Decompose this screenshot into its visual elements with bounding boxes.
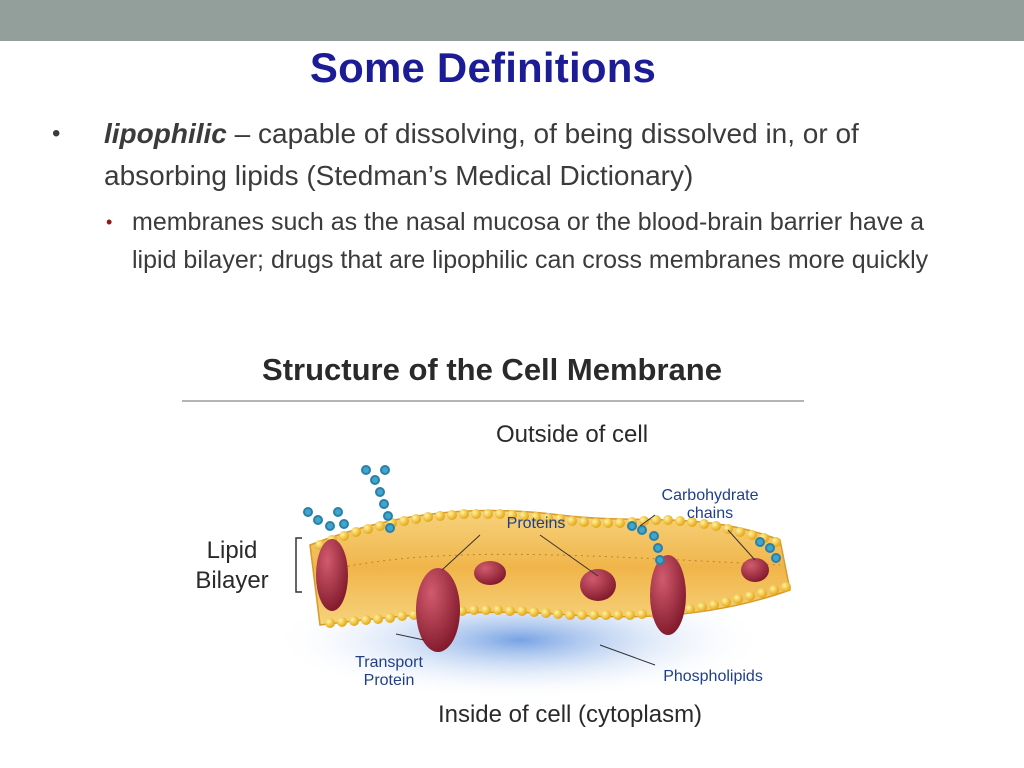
bullet-text: lipophilic – capable of dissolving, of b…	[104, 113, 972, 197]
bilayer-bracket	[295, 537, 302, 593]
carbohydrate-chains	[303, 465, 781, 565]
transport-protein	[416, 568, 460, 652]
protein-mid-right	[580, 569, 616, 601]
membrane-proteins	[316, 539, 769, 652]
bullet-marker: •	[52, 120, 61, 147]
inside-of-cell-label: Inside of cell (cytoplasm)	[438, 701, 702, 728]
protein-label: Protein	[364, 672, 415, 689]
proteins-label: Proteins	[507, 515, 566, 532]
slide-title: Some Definitions	[309, 44, 657, 91]
lipid-label: Lipid	[207, 537, 258, 564]
lipid-tails	[329, 553, 781, 571]
protein-left	[316, 539, 348, 611]
top-bar	[0, 0, 1024, 41]
carbohydrate-label: Carbohydrate	[662, 487, 759, 504]
chains-label: chains	[687, 505, 733, 522]
definition-text: – capable of dissolving, of being dissol…	[104, 118, 859, 191]
transport-label: Transport	[355, 654, 423, 671]
outside-of-cell-label: Outside of cell	[496, 421, 648, 448]
leader-lines	[395, 514, 756, 666]
protein-far-right	[741, 558, 769, 582]
phospholipids-label: Phospholipids	[663, 668, 763, 685]
protein-center	[474, 561, 506, 585]
bilayer-label: Bilayer	[195, 567, 268, 594]
sub-bullet-marker: •	[106, 212, 113, 232]
term-lipophilic: lipophilic	[104, 118, 227, 149]
cell-membrane-figure: Structure of the Cell Membrane Outside o…	[182, 352, 804, 728]
cell-membrane-diagram: Structure of the Cell Membrane Outside o…	[180, 340, 810, 740]
protein-right	[650, 555, 686, 635]
diagram-title: Structure of the Cell Membrane	[262, 352, 722, 387]
sub-bullet-text: membranes such as the nasal mucosa or th…	[132, 208, 929, 274]
